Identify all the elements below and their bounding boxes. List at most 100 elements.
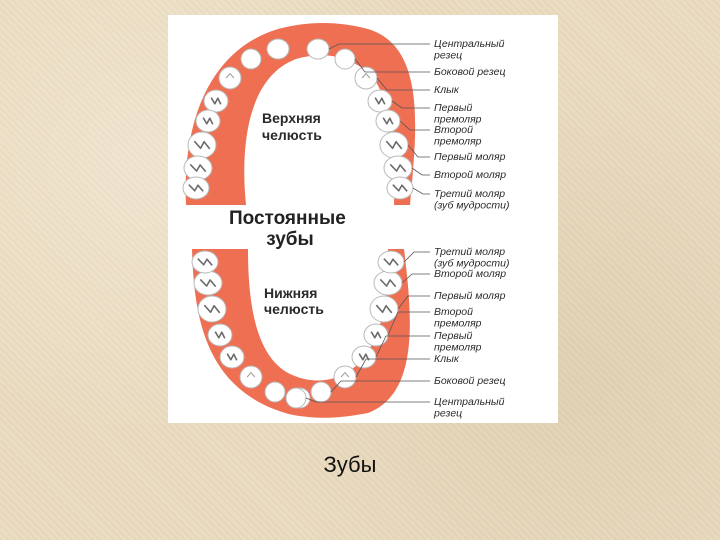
lower-leader-line-2: [401, 273, 430, 284]
upper-label-5-line-2: премоляр: [434, 136, 482, 148]
upper-tooth-left-1: [266, 38, 290, 60]
lower-label-7-line-1: Боковой резец: [434, 375, 506, 387]
upper-tooth-right-6: [379, 131, 409, 159]
upper-label-6-line-1: Первый моляр: [434, 151, 506, 163]
upper-label-1-line-1: Центральный: [434, 38, 505, 50]
upper-tooth-right-1: [306, 38, 330, 60]
upper-jaw-gum: [185, 23, 416, 205]
center-title-line-1: Постоянные: [229, 208, 346, 229]
lower-jaw-label: Нижняя челюсть: [264, 285, 324, 317]
upper-label-8-line-2: (зуб мудрости): [434, 200, 509, 212]
teeth-diagram: Верхняя челюсть Постоянные зубы Нижняя ч…: [168, 15, 558, 423]
upper-label-4-line-1: Первый: [434, 102, 472, 114]
lower-tooth-left-4: [219, 345, 245, 369]
upper-jaw-label-line-2: челюсть: [262, 127, 322, 143]
upper-tooth-left-4: [203, 89, 229, 113]
lower-label-6-line-1: Клык: [434, 353, 460, 365]
lower-label-4-line-1: Второй: [434, 306, 473, 318]
upper-leader-line-4: [391, 100, 430, 109]
lower-tooth-left-7: [193, 270, 223, 296]
lower-leader-line-5: [375, 335, 430, 358]
lower-leader-line-3: [397, 295, 430, 310]
upper-tooth-right-4: [367, 89, 393, 113]
lower-label-3: Первый моляр: [434, 290, 506, 302]
upper-label-1-line-2: резец: [433, 50, 462, 62]
lower-teeth: [191, 250, 405, 409]
lower-label-5-line-2: премоляр: [434, 342, 482, 354]
upper-leader-line-8: [412, 187, 430, 195]
upper-label-2: Боковой резец: [434, 66, 506, 78]
upper-tooth-left-8: [182, 176, 210, 200]
lower-label-4-line-2: премоляр: [434, 318, 482, 330]
lower-tooth-labels: Третий моляр(зуб мудрости)Второй молярПе…: [433, 246, 509, 420]
lower-label-8-line-2: резец: [433, 408, 462, 420]
lower-tooth-left-6: [197, 295, 227, 323]
lower-tooth-right-4: [351, 345, 377, 369]
upper-label-3: Клык: [434, 84, 460, 96]
teeth-diagram-svg: Верхняя челюсть Постоянные зубы Нижняя ч…: [182, 23, 509, 420]
upper-label-8-line-1: Третий моляр: [434, 188, 505, 200]
upper-tooth-right-5: [375, 109, 401, 133]
upper-label-4-line-2: премоляр: [434, 114, 482, 126]
upper-label-5-line-1: Второй: [434, 124, 473, 136]
lower-tooth-left-5: [207, 323, 233, 347]
lower-label-8-line-1: Центральный: [434, 396, 505, 408]
upper-tooth-right-8: [386, 176, 414, 200]
upper-tooth-left-5: [195, 109, 221, 133]
center-title: Постоянные зубы: [229, 208, 351, 250]
upper-jaw-label: Верхняя челюсть: [262, 110, 325, 143]
lower-label-1-line-2: (зуб мудрости): [434, 258, 509, 270]
upper-leader-line-7: [411, 167, 430, 176]
lower-label-3-line-1: Первый моляр: [434, 290, 506, 302]
lower-label-2-line-1: Второй моляр: [434, 268, 506, 280]
upper-jaw-label-line-1: Верхняя: [262, 110, 321, 126]
lower-tooth-right-6: [369, 295, 399, 323]
lower-tooth-right-1: [285, 387, 307, 409]
upper-tooth-left-2: [240, 48, 262, 70]
lower-leader-line-6: [355, 358, 430, 378]
slide-caption: Зубы: [323, 452, 377, 477]
lower-tooth-right-8: [377, 250, 405, 274]
upper-label-8: Третий моляр(зуб мудрости): [434, 188, 509, 212]
lower-label-7: Боковой резец: [434, 375, 506, 387]
lower-label-1: Третий моляр(зуб мудрости): [434, 246, 509, 270]
upper-leader-line-5: [399, 120, 430, 131]
upper-label-3-line-1: Клык: [434, 84, 460, 96]
lower-leader-line-4: [387, 311, 430, 336]
upper-leader-line-6: [407, 144, 430, 158]
lower-label-2: Второй моляр: [434, 268, 506, 280]
lower-leader-line-8: [305, 397, 430, 403]
upper-tooth-left-6: [187, 131, 217, 159]
lower-tooth-left-3: [239, 365, 263, 389]
upper-tooth-right-2: [334, 48, 356, 70]
upper-leader-line-3: [376, 77, 430, 91]
upper-label-6: Первый моляр: [434, 151, 506, 163]
upper-tooth-right-7: [383, 155, 413, 181]
upper-tooth-left-3: [218, 66, 242, 90]
center-title-line-2: зубы: [266, 229, 314, 250]
upper-leader-line-1: [328, 43, 430, 50]
upper-label-7-line-1: Второй моляр: [434, 169, 506, 181]
lower-label-5-line-1: Первый: [434, 330, 472, 342]
upper-tooth-right-3: [354, 66, 378, 90]
upper-teeth: [182, 38, 414, 200]
lower-label-6: Клык: [434, 353, 460, 365]
upper-label-7: Второй моляр: [434, 169, 506, 181]
lower-jaw-label-line-2: челюсть: [264, 301, 324, 317]
upper-leader-line-2: [354, 58, 430, 73]
upper-tooth-left-7: [183, 155, 213, 181]
lower-tooth-right-5: [363, 323, 389, 347]
leader-lines: [305, 43, 430, 403]
lower-tooth-right-2: [310, 381, 332, 403]
lower-leader-line-1: [403, 251, 430, 263]
lower-jaw-label-line-1: Нижняя: [264, 285, 317, 301]
lower-tooth-left-2: [264, 381, 286, 403]
